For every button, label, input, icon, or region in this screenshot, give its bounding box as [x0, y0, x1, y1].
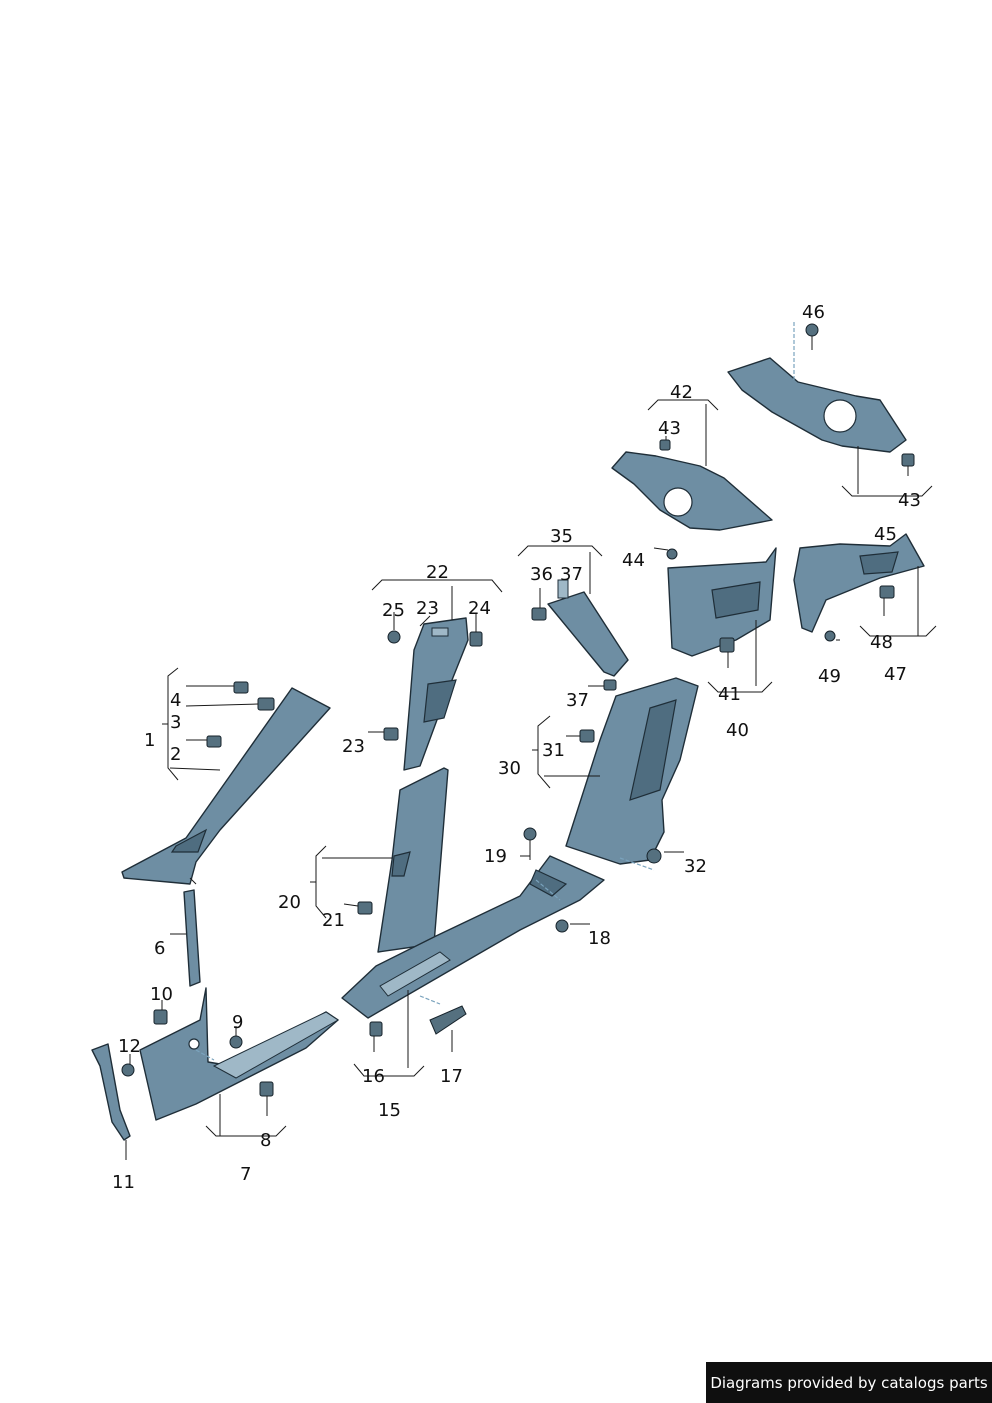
b-pillar-upper-trim [403, 617, 469, 771]
callout-1: 1 [144, 730, 155, 751]
rear-side-panel [667, 547, 777, 657]
a-pillar-lower-strip [183, 889, 201, 987]
callout-37-bottom: 37 [566, 690, 589, 711]
callout-20: 20 [278, 892, 301, 913]
callout-8: 8 [260, 1130, 271, 1151]
rear-trim-bracket [611, 451, 773, 531]
clip-10 [153, 1009, 168, 1025]
clip-31 [579, 729, 595, 743]
callout-22: 22 [426, 562, 449, 583]
clip-2 [206, 735, 222, 748]
callout-4: 4 [170, 690, 181, 711]
screw-9 [229, 1035, 243, 1049]
callout-10: 10 [150, 984, 173, 1005]
upper-rear-bracket [727, 357, 907, 453]
callout-17: 17 [440, 1066, 463, 1087]
callout-21: 21 [322, 910, 345, 931]
clip-4 [233, 681, 249, 694]
clip-8 [259, 1081, 274, 1097]
callout-45: 45 [874, 524, 897, 545]
clip-43 [659, 439, 671, 451]
callout-12: 12 [118, 1036, 141, 1057]
clip-44 [666, 548, 678, 560]
callout-6: 6 [154, 938, 165, 959]
clip-25 [387, 630, 401, 644]
callout-41: 41 [718, 684, 741, 705]
clip-43b [901, 453, 915, 467]
b-pillar-lower-trim [377, 767, 449, 953]
callout-44: 44 [622, 550, 645, 571]
clip-23 [383, 727, 399, 741]
callout-18: 18 [588, 928, 611, 949]
clip-12 [121, 1063, 135, 1077]
callout-36: 36 [530, 564, 553, 585]
callout-labels: 1 2 3 4 6 7 8 9 10 11 12 15 16 17 18 19 … [112, 302, 921, 1193]
clip-41 [719, 637, 735, 653]
callout-31: 31 [542, 740, 565, 761]
callout-35: 35 [550, 526, 573, 547]
callout-9: 9 [232, 1012, 243, 1033]
callout-2: 2 [170, 744, 181, 765]
clip-36 [531, 607, 547, 621]
callout-43-right: 43 [898, 490, 921, 511]
sill-trim [341, 855, 605, 1019]
callout-16: 16 [362, 1066, 385, 1087]
leader-lines [125, 322, 937, 1160]
c-pillar-upper-trim [547, 579, 629, 677]
clip-48 [879, 585, 895, 599]
callout-30: 30 [498, 758, 521, 779]
callout-47: 47 [884, 664, 907, 685]
hinge-side-trim [91, 1043, 131, 1141]
front-footwell-trim [139, 987, 339, 1121]
clip-3 [257, 697, 275, 711]
screw-18 [555, 919, 569, 933]
callout-11: 11 [112, 1172, 135, 1193]
callout-15: 15 [378, 1100, 401, 1121]
clip-21 [357, 901, 373, 915]
clip-49 [824, 630, 836, 642]
clip-32 [646, 848, 662, 864]
callout-43-left: 43 [658, 418, 681, 439]
a-pillar-trim [121, 687, 331, 885]
credit-footer: Diagrams provided by catalogs parts [706, 1362, 992, 1403]
screw-19 [523, 827, 537, 860]
clip-24 [469, 631, 483, 647]
callout-48: 48 [870, 632, 893, 653]
callout-49: 49 [818, 666, 841, 687]
callout-32: 32 [684, 856, 707, 877]
clip-37 [603, 679, 617, 691]
clip-16 [369, 1021, 383, 1037]
callout-7: 7 [240, 1164, 251, 1185]
bracket-17 [429, 1005, 467, 1035]
callout-24: 24 [468, 598, 491, 619]
callout-46: 46 [802, 302, 825, 323]
callout-25: 25 [382, 600, 405, 621]
callout-37-top: 37 [560, 564, 583, 585]
c-pillar-lower-trim [565, 677, 699, 865]
callout-40: 40 [726, 720, 749, 741]
callout-23-side: 23 [342, 736, 365, 757]
callout-23-top: 23 [416, 598, 439, 619]
callout-42: 42 [670, 382, 693, 403]
callout-19: 19 [484, 846, 507, 867]
screw-46 [805, 323, 819, 337]
rear-quarter-trim [793, 533, 925, 633]
callout-3: 3 [170, 712, 181, 733]
